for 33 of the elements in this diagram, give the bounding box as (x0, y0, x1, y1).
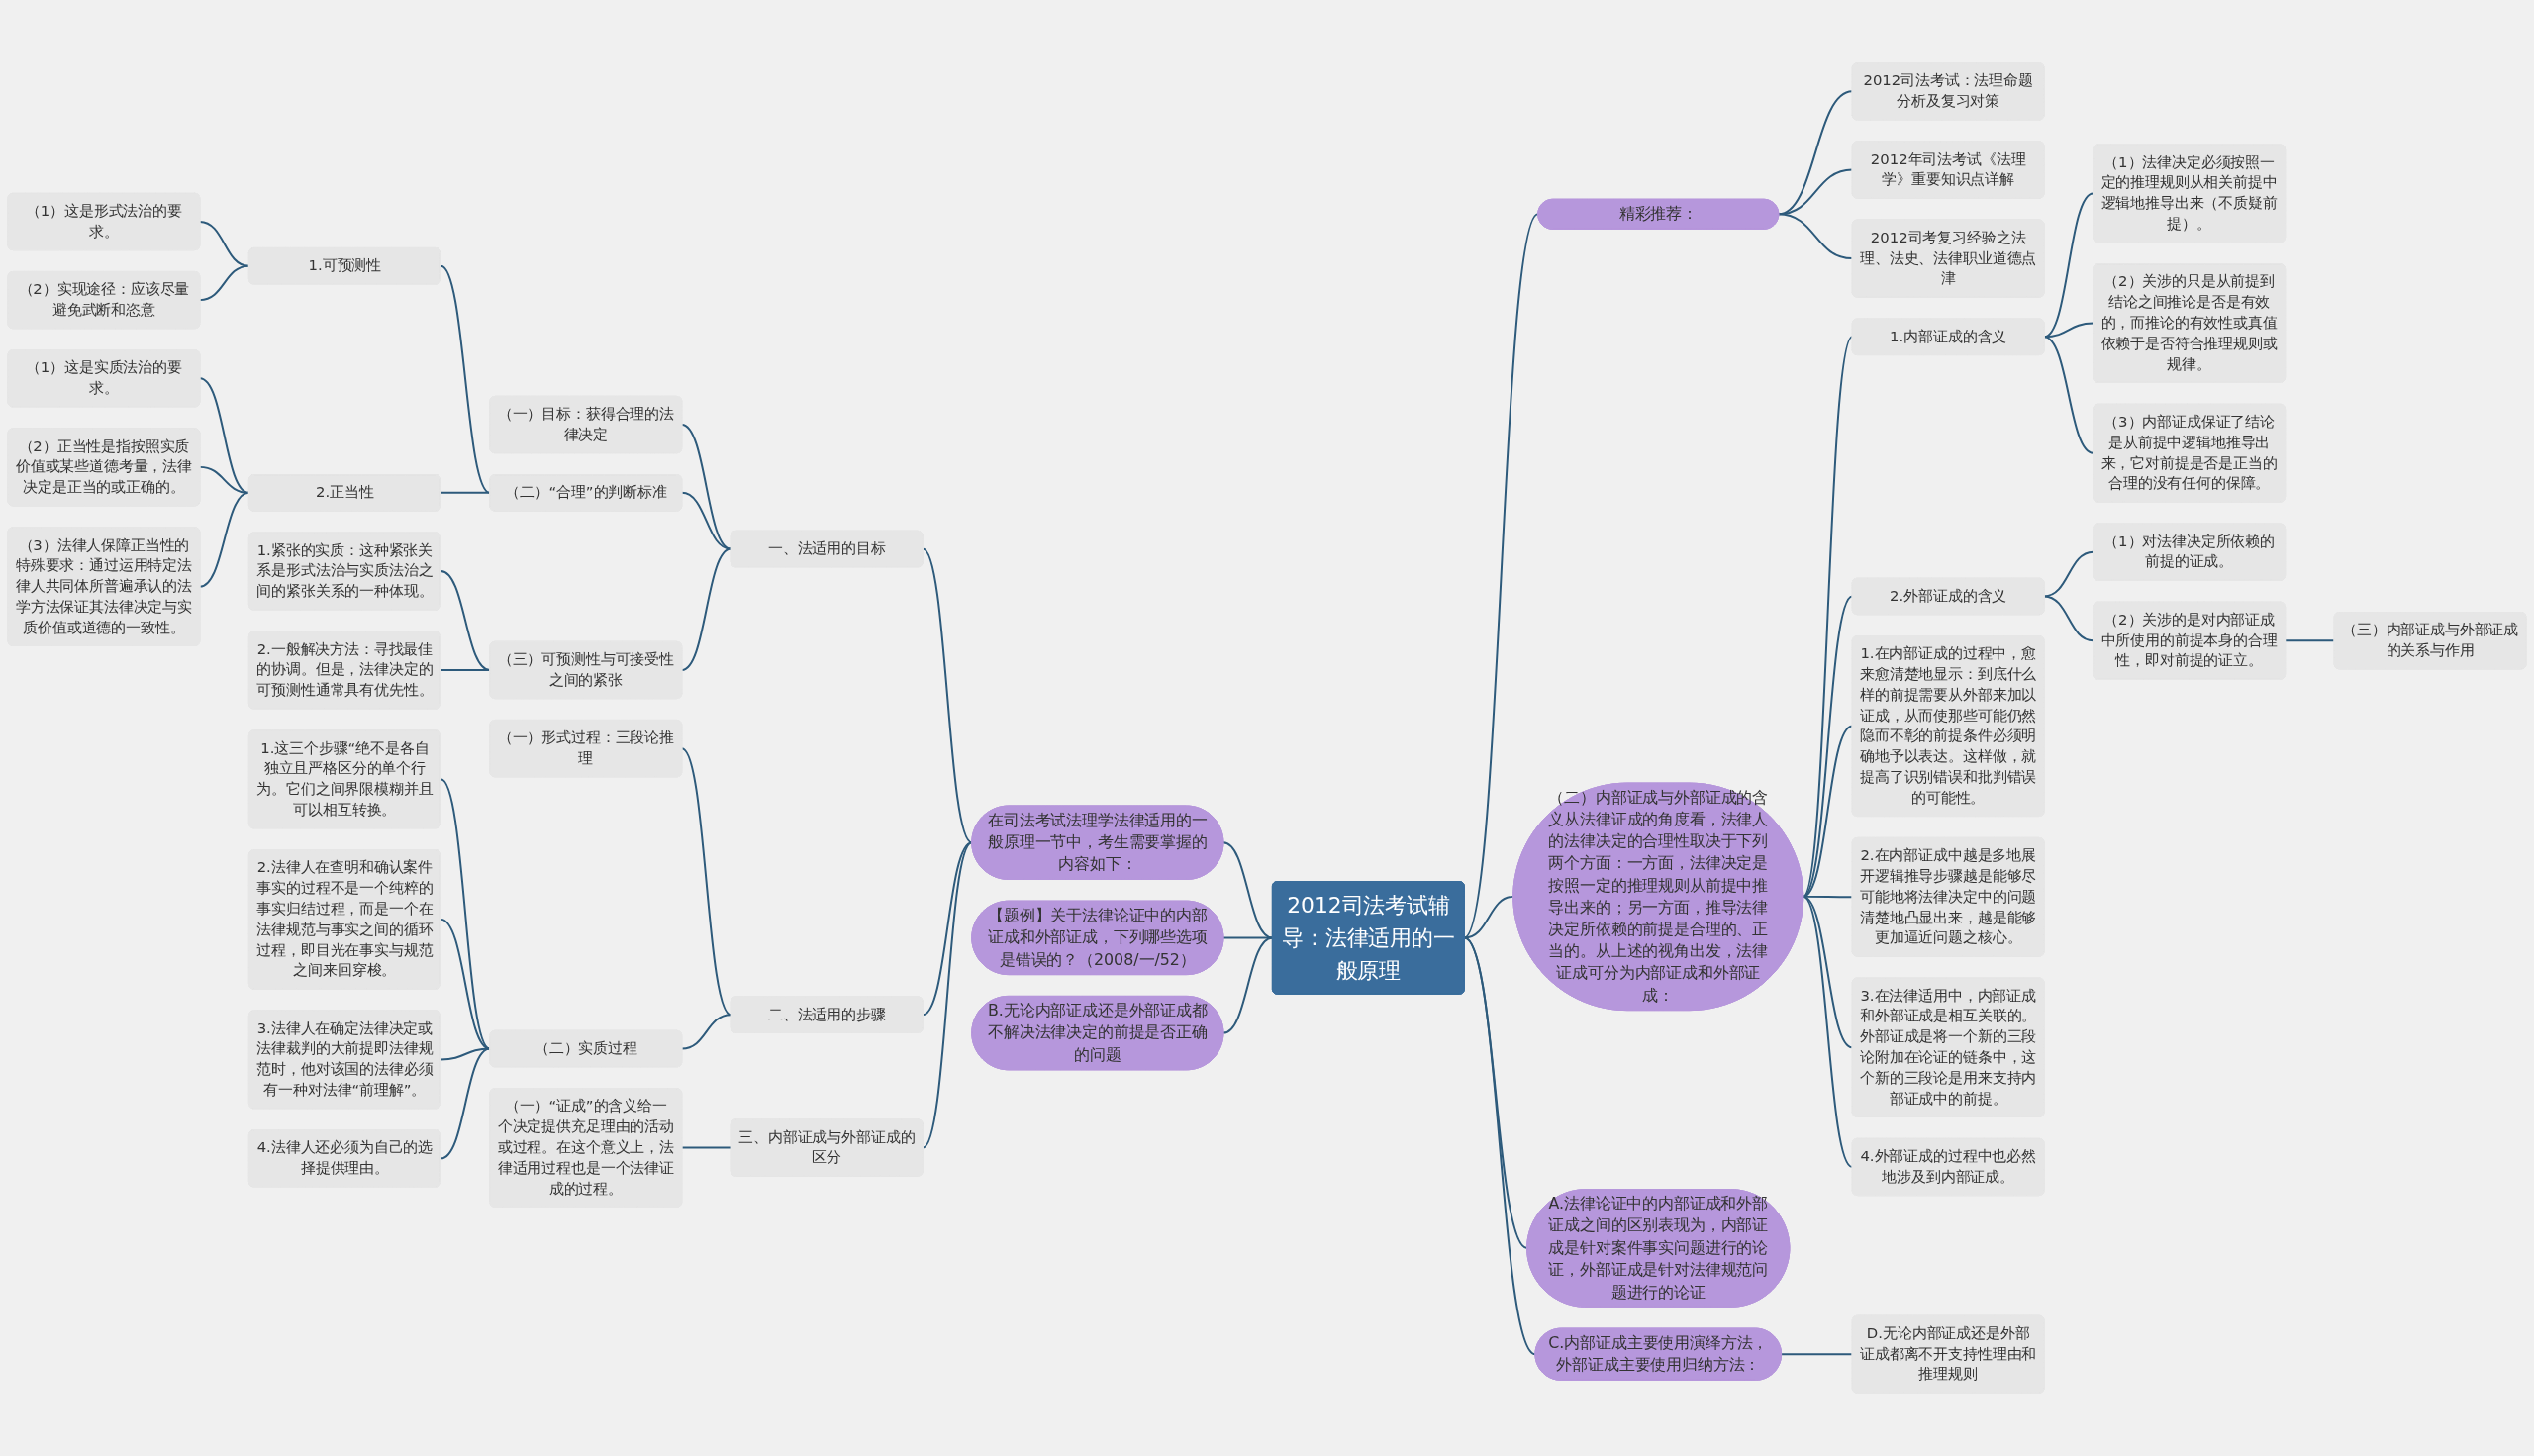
connector (439, 778, 491, 1050)
connector (439, 669, 491, 671)
connector (439, 491, 491, 494)
connector (198, 264, 250, 302)
connector (1777, 213, 1854, 260)
connector (2043, 595, 2095, 642)
connector (1221, 936, 1274, 939)
connector (1463, 936, 1536, 1356)
connector (1802, 895, 1854, 1168)
connector (922, 547, 973, 844)
connector (2043, 322, 2095, 339)
connector (439, 570, 491, 671)
connector (680, 1014, 732, 1050)
connector (1802, 336, 1854, 898)
connector (922, 841, 973, 1149)
connector (1221, 936, 1274, 1034)
connector (680, 491, 732, 550)
connector (2284, 639, 2336, 642)
connector (680, 1146, 732, 1149)
connector (1463, 213, 1539, 939)
connector (439, 918, 491, 1050)
connector (198, 491, 250, 588)
connector (2043, 192, 2095, 339)
connector (1802, 595, 1854, 898)
connector (680, 547, 732, 671)
connector (439, 1047, 491, 1160)
connector (1780, 1353, 1854, 1356)
connector (439, 264, 491, 494)
connector (680, 424, 732, 550)
connector (2043, 550, 2095, 598)
connector (922, 841, 973, 1017)
connector (2043, 336, 2095, 454)
connector (1221, 841, 1274, 939)
